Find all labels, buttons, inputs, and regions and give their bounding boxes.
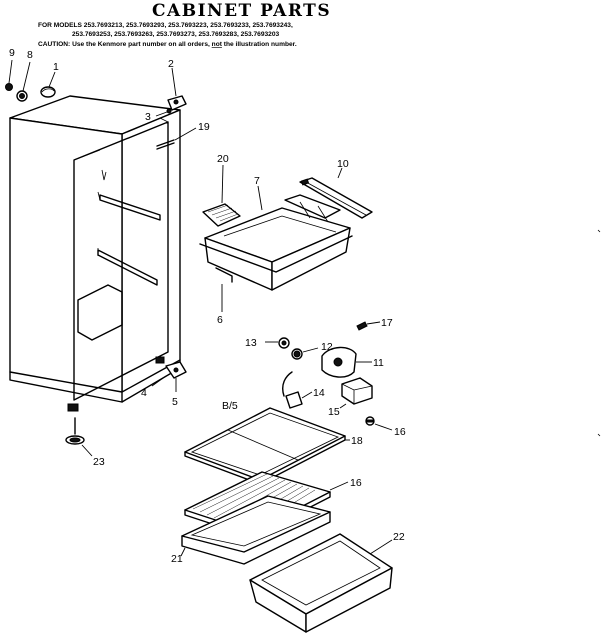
part-4-hinge-screw (151, 375, 167, 387)
callout-11: 11 (373, 357, 384, 369)
part-12-knob-insert (291, 347, 319, 360)
part-18-glass-shelf (184, 407, 350, 485)
part-7-drawer (199, 185, 353, 291)
diagram-title: CABINET PARTS (152, 1, 331, 21)
part-17-screw (356, 321, 381, 331)
caution-note: CAUTION: Use the Kenmore part number on … (38, 41, 297, 48)
part-23-leveling-leg (65, 417, 93, 457)
part-3-hinge-pin (155, 108, 172, 117)
part-2-top-hinge (167, 67, 187, 111)
part-6-drawer-guide (215, 267, 233, 312)
callout-23: 23 (93, 456, 105, 468)
callout-10: 10 (337, 158, 349, 170)
part-13-control-knob (265, 337, 290, 349)
callout-1: 1 (53, 61, 59, 73)
callout-b5: B/5 (222, 400, 238, 412)
callout-4: 4 (141, 387, 147, 399)
model-list-line-1: FOR MODELS 253.7693213, 253.7693293, 253… (38, 22, 293, 29)
callout-16: 16 (394, 426, 406, 438)
callout-6: 6 (217, 314, 223, 326)
part-9-screw (5, 59, 13, 91)
part-8-bushing (16, 61, 31, 102)
callout-13: 13 (245, 337, 257, 349)
callout-22: 22 (393, 531, 405, 543)
callout-5: 5 (172, 396, 178, 408)
callout-20: 20 (217, 153, 229, 165)
callout-7: 7 (254, 175, 260, 187)
part-1-hinge-cap (40, 71, 56, 98)
callout-8: 8 (27, 49, 33, 61)
part-19-pin (156, 127, 197, 150)
callout-17: 17 (381, 317, 393, 329)
part-5-bottom-hinge (165, 361, 187, 392)
part-22-crisper-pan (249, 533, 393, 633)
callout-19: 19 (198, 121, 210, 133)
part-14-light-socket (282, 371, 313, 409)
callout-2: 2 (168, 58, 174, 70)
callout-16-shelf: 16 (350, 477, 362, 489)
cabinet-body (9, 95, 181, 412)
callout-18: 18 (351, 435, 363, 447)
part-11-control-housing (321, 346, 372, 378)
edge-marks (597, 229, 601, 437)
callout-15: 15 (328, 406, 340, 418)
model-list-line-2: 253.7693253, 253.7693263, 253.7693273, 2… (72, 31, 280, 38)
callout-21: 21 (171, 553, 183, 565)
part-16-screw (365, 416, 393, 431)
part-21-crisper-cover (180, 495, 331, 565)
callout-3: 3 (145, 111, 151, 123)
callout-12: 12 (321, 341, 333, 353)
part-15-thermostat (339, 377, 373, 409)
callout-9: 9 (9, 47, 15, 59)
callout-14: 14 (313, 387, 325, 399)
part-20-tray (202, 164, 241, 227)
part-10-drawer-rail (299, 167, 373, 219)
